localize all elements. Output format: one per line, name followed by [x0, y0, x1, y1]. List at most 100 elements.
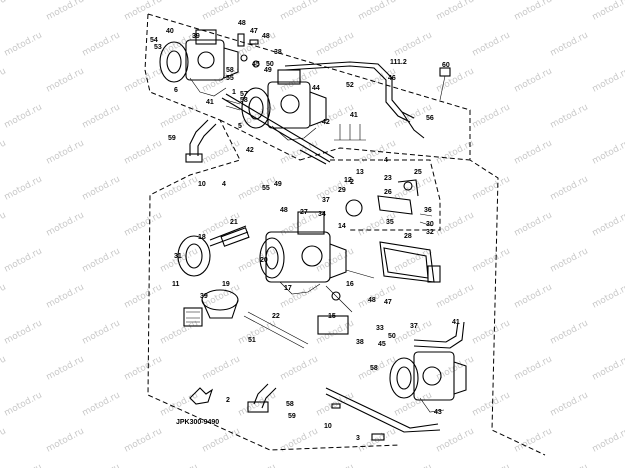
callout-label: 50: [266, 61, 274, 68]
link-shaft: [221, 93, 335, 165]
callout-label: 42: [246, 147, 254, 154]
callout-label: 48: [368, 297, 376, 304]
callout-label: 4: [222, 181, 226, 188]
callout-label: 3: [356, 435, 360, 442]
callout-label: 35: [386, 219, 394, 226]
linkage-assembly-right: [330, 159, 441, 231]
elbow-hose-lower: [247, 383, 277, 413]
callout-label: 54: [150, 37, 158, 44]
callout-label: 48: [280, 207, 288, 214]
callout-label: 17: [284, 285, 292, 292]
callout-label: 26: [384, 189, 392, 196]
carburetor-center: [259, 211, 347, 295]
callout-label: 4: [384, 157, 388, 164]
callout-label: 45: [378, 341, 386, 348]
screw-set-upper: [334, 124, 366, 141]
callout-label: 22: [272, 313, 280, 320]
callout-label: 55: [226, 75, 234, 82]
callout-label: 10: [324, 423, 332, 430]
callout-label: 46: [388, 75, 396, 82]
callout-label: 38: [274, 49, 282, 56]
callout-label: 56: [426, 115, 434, 122]
callout-label: 57: [240, 91, 248, 98]
callout-label: 59: [168, 135, 176, 142]
callout-label: 59: [288, 413, 296, 420]
callout-label: 39: [200, 293, 208, 300]
float-bowl-left: [201, 289, 239, 319]
callout-label: 19: [222, 281, 230, 288]
callout-label: 38: [356, 339, 364, 346]
callout-label: 43: [434, 409, 442, 416]
callout-label: 49: [264, 67, 272, 74]
callout-label: 33: [376, 325, 384, 332]
callout-label: 60: [442, 62, 450, 69]
callout-label: 41: [206, 99, 214, 106]
callout-labels: 484748403954533850454958556415244111.246…: [150, 20, 460, 442]
callout-label: 15: [328, 313, 336, 320]
callout-label: 6: [174, 87, 178, 94]
callout-label: 31: [174, 253, 182, 260]
callout-label: 39: [192, 33, 200, 40]
callout-label: 45: [252, 61, 260, 68]
callout-label: 58: [286, 401, 294, 408]
callout-label: 28: [404, 233, 412, 240]
callout-label: 32: [426, 229, 434, 236]
callout-label: 13: [356, 169, 364, 176]
callout-label: 25: [414, 169, 422, 176]
callout-label: 58: [240, 97, 248, 104]
callout-label: 29: [338, 187, 346, 194]
callout-label: 41: [350, 112, 358, 119]
callout-label: 1: [232, 89, 236, 96]
arrow-badge: [189, 387, 214, 405]
callout-label: 50: [388, 333, 396, 340]
callout-label: 41: [452, 319, 460, 326]
elbow-hose-upper: [185, 119, 217, 163]
part-code-label: JPK300-9490: [176, 419, 219, 426]
needle-jet-set: [183, 307, 309, 349]
callout-label: 53: [154, 44, 162, 51]
callout-label: 11: [172, 281, 180, 288]
carburetor-lower-right: [389, 351, 467, 413]
carburetor-upper-left: [159, 29, 239, 97]
callout-label: 42: [322, 119, 330, 126]
callout-label: 12: [344, 177, 352, 184]
callout-label: 10: [198, 181, 206, 188]
callout-label: 44: [312, 85, 320, 92]
callout-label: 49: [274, 181, 282, 188]
callout-label: 21: [230, 219, 238, 226]
float-chamber-right: [379, 241, 441, 283]
callout-label: 36: [424, 207, 432, 214]
callout-label: 5: [238, 123, 242, 130]
callout-label: 20: [260, 257, 268, 264]
small-parts-center: [317, 269, 375, 335]
callout-label: 30: [426, 221, 434, 228]
bracket-lower: [325, 387, 441, 441]
callout-label: 58: [370, 365, 378, 372]
callout-label: 2: [226, 397, 230, 404]
callout-label: 47: [384, 299, 392, 306]
callout-label: 58: [226, 67, 234, 74]
callout-label: 16: [346, 281, 354, 288]
callout-label: 34: [318, 211, 326, 218]
fuel-pipe-upper: [284, 61, 451, 139]
callout-label: 51: [248, 337, 256, 344]
callout-label: 14: [338, 223, 346, 230]
callout-label: 18: [198, 234, 206, 241]
callout-label: 37: [410, 323, 418, 330]
callout-label: 111.2: [390, 59, 407, 66]
callout-label: 23: [384, 175, 392, 182]
callout-label: 40: [166, 28, 174, 35]
group-outline-dashed: [144, 13, 546, 456]
hose-lower-right: [413, 321, 465, 349]
diaphragm-piston-left: [177, 225, 250, 277]
bolt-stack-top: [225, 33, 260, 111]
callout-label: 55: [262, 185, 270, 192]
callout-label: 2: [350, 179, 354, 186]
callout-label: 48: [262, 33, 270, 40]
callout-label: 37: [322, 197, 330, 204]
callout-label: 27: [300, 209, 308, 216]
callout-label: 52: [346, 82, 354, 89]
callout-label: 48: [238, 20, 246, 27]
callout-label: 47: [250, 28, 258, 35]
